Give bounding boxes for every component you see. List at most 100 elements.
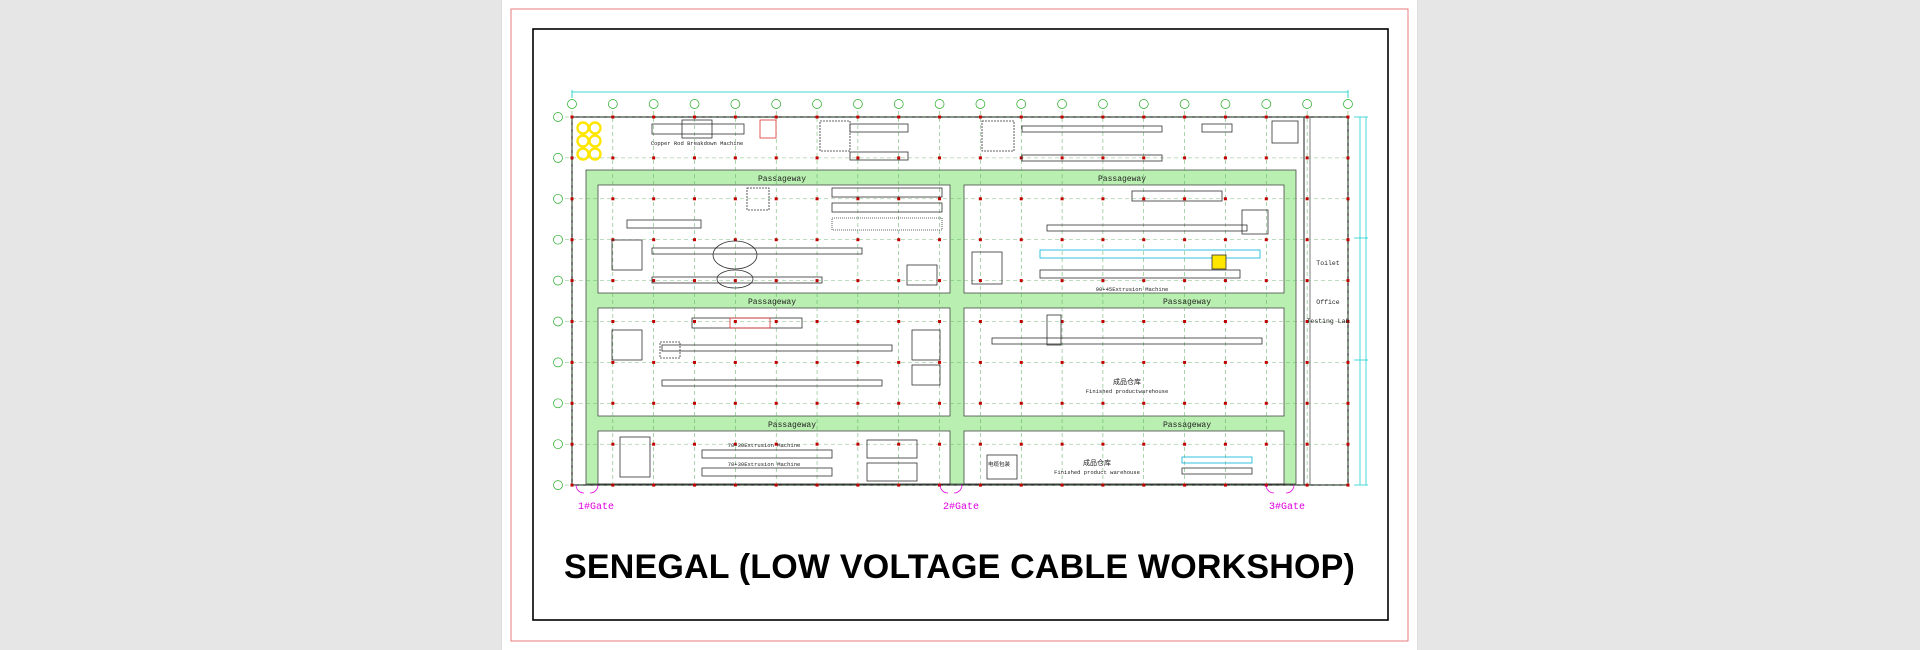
column [856,442,860,446]
column [1019,197,1023,201]
column [733,483,737,487]
column [1264,197,1268,201]
axis-bubble-y [553,316,563,327]
column [733,279,737,283]
column [938,401,942,405]
column [733,320,737,323]
passageway-label-2: Passageway [1098,175,1146,184]
column [1101,442,1105,446]
column [938,360,942,364]
column [774,483,778,487]
column [815,360,819,364]
passageway-areas [585,169,1297,485]
axis-bubble-x [1179,99,1190,109]
extrusion-70-30-a-label: 70+30Extrusion Machine [728,442,801,449]
extrusion-70-30-b-label: 70+30Extrusion Machine [728,461,801,468]
column [1060,442,1064,446]
axis-bubble-y [553,439,563,450]
gate-2-label: 2#Gate [943,502,979,513]
column [1142,115,1146,119]
column [733,115,737,119]
column [570,115,574,119]
column [693,115,697,119]
column [1060,320,1064,323]
room-testing-lab: Testing Lab [1307,318,1350,325]
column [1305,320,1309,323]
column [1101,115,1105,119]
column [1142,483,1146,487]
axis-grid [558,104,1349,486]
column [570,279,574,283]
column [1142,279,1146,283]
column [1183,197,1187,201]
column [774,238,778,242]
column [1101,279,1105,283]
axis-bubble-y [553,480,563,490]
column [856,238,860,242]
warehouse2-label-en: Finished product warehouse [1054,469,1140,476]
gate-swings [575,484,1295,494]
column [570,483,574,487]
column [570,320,574,323]
column [897,360,901,364]
axis-bubble-x [1016,99,1027,109]
coil [588,121,602,135]
column [897,401,901,405]
right-dimension [1354,116,1368,486]
passageway-label-4: Passageway [1163,298,1211,307]
column [1019,360,1023,364]
drawing-sheet: Passageway Passageway Passageway Passage… [502,0,1417,650]
column [978,483,982,487]
column [978,279,982,283]
column [1305,238,1309,242]
column [938,279,942,283]
room-office: Office [1316,299,1340,306]
column [1142,442,1146,446]
column [856,197,860,201]
column [978,115,982,119]
column [774,156,778,160]
column [1060,115,1064,119]
column [611,442,615,446]
drawing-title: SENEGAL (LOW VOLTAGE CABLE WORKSHOP) [563,548,1356,586]
top-dimension [571,90,1349,98]
column [1305,401,1309,405]
coil [576,121,590,135]
column [1346,360,1350,364]
warehouse-label-en: Finished productwarehouse [1086,388,1169,395]
column [1019,483,1023,487]
column [1183,156,1187,160]
column [1305,279,1309,283]
axis-bubble-y [553,398,563,409]
warehouse-label-cn: 成品仓库 [1113,377,1141,386]
column [1142,360,1146,364]
axis-bubble-y [553,193,563,204]
axis-bubble-x [1302,99,1312,109]
column [1019,115,1023,119]
column [1223,483,1227,487]
column [611,320,615,323]
column [1264,401,1268,405]
column [856,115,860,119]
coil [588,134,602,148]
column [693,483,697,487]
column [1346,320,1350,323]
column [774,115,778,119]
column [978,320,982,323]
column [693,197,697,201]
column [652,360,656,364]
column [978,401,982,405]
column [733,442,737,446]
column [938,197,942,201]
column [1060,238,1064,242]
column [611,483,615,487]
warehouse2-label-cn: 成品仓库 [1083,458,1111,467]
column [1101,360,1105,364]
column [938,320,942,323]
column [1101,156,1105,160]
column [1264,279,1268,283]
column [856,279,860,283]
axis-bubbles [553,99,1353,490]
column [1264,320,1268,323]
column [815,401,819,405]
